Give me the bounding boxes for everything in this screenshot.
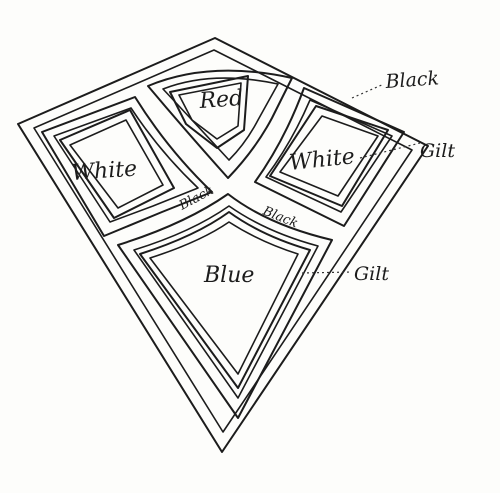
white-right-panel-outer [269, 105, 389, 207]
blue-panel-outer [139, 211, 311, 389]
white-left-panel-outer [59, 109, 175, 219]
callout-black: Black [384, 67, 440, 93]
compartment-red [147, 69, 293, 179]
blue-frame-outer [117, 193, 333, 419]
red-panel-inner [178, 82, 242, 140]
white-right-frame-inner [265, 99, 393, 213]
label-white-left: White [71, 156, 138, 186]
outer-border-line-1 [17, 37, 429, 453]
gilt-upper-leader-line [359, 142, 421, 159]
white-left-panel-inner [69, 119, 164, 209]
callout-gilt-lower: Gilt [354, 263, 389, 285]
white-right-panel-inner [279, 115, 379, 197]
white-left-frame-inner [53, 107, 199, 223]
white-left-frame-outer [41, 96, 213, 237]
blue-panel-inner [149, 221, 299, 375]
callout-gilt-upper: Gilt [420, 140, 455, 162]
white-right-frame-outer [254, 87, 405, 227]
label-red: Red [198, 86, 244, 114]
label-black-band-left: Black [176, 183, 216, 214]
outer-border [17, 37, 429, 453]
compartment-blue [117, 193, 333, 419]
label-blue: Blue [203, 263, 254, 288]
blue-frame-inner [133, 205, 319, 399]
compartment-white-left [41, 96, 213, 237]
compartment-white-right [254, 87, 405, 227]
gilt-lower-leader-line [301, 271, 353, 274]
black-leader-line [351, 83, 385, 99]
outer-border-line-2 [33, 49, 413, 433]
red-panel-outer [169, 75, 249, 149]
red-frame-outer [147, 69, 293, 179]
